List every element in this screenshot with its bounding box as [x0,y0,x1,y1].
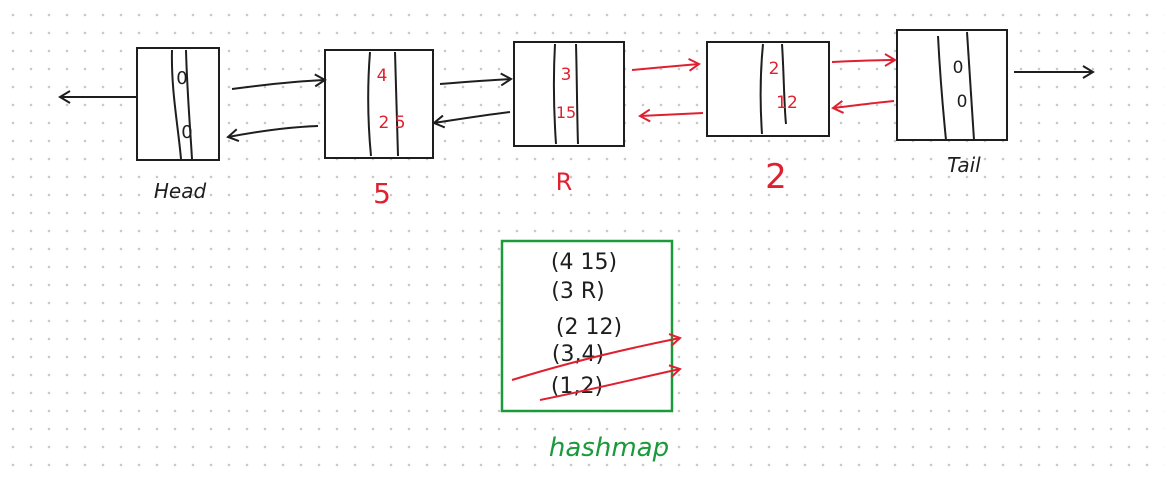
hashmap-box [500,239,674,413]
head-to-5-next-arrow [231,73,327,90]
node-r: 3 15 R [513,41,625,196]
hashmap-strike-arrow [539,364,682,401]
node-head-key: 0 [176,68,187,89]
node-5-value: 2 5 [378,113,405,133]
hashmap: (4 15) (3 R) (2 12) (3,4) (1,2) hashmap [500,239,682,463]
node-tail: 0 0 Tail [896,29,1008,177]
node-head: 0 0 Head [136,47,220,203]
r-to-2-next-arrow [631,57,701,72]
node-2: 2 12 2 [706,41,830,197]
node-head-value: 0 [181,122,192,143]
node-5-key: 4 [377,66,388,86]
hashmap-entry: (3 R) [551,279,604,304]
2-to-tail-next-arrow [831,53,897,67]
hashmap-entry: (4 15) [551,250,617,275]
node-head-label: Head [154,179,207,203]
node-2-value: 12 [776,93,798,113]
hashmap-entry: (1,2) [551,374,603,399]
node-5: 4 2 5 5 [324,49,434,210]
hashmap-title: hashmap [549,433,669,463]
tail-to-2-prev-arrow [831,100,895,114]
node-2-label: 2 [765,157,787,197]
node-tail-key: 0 [953,58,964,78]
r-to-5-prev-arrow [432,111,511,129]
2-to-r-prev-arrow [638,108,704,123]
5-to-head-prev-arrow [226,125,319,142]
node-r-label: R [556,168,573,196]
node-2-key: 2 [769,59,780,79]
5-to-r-next-arrow [439,72,513,87]
node-tail-value: 0 [957,92,968,112]
hashmap-entry: (2 12) [556,315,622,340]
node-5-label: 5 [373,177,391,210]
hashmap-entry: (3,4) [552,342,604,367]
node-r-value: 15 [556,103,576,122]
hashmap-strike-arrow [511,333,682,381]
node-r-key: 3 [561,65,572,85]
node-tail-label: Tail [947,153,981,177]
